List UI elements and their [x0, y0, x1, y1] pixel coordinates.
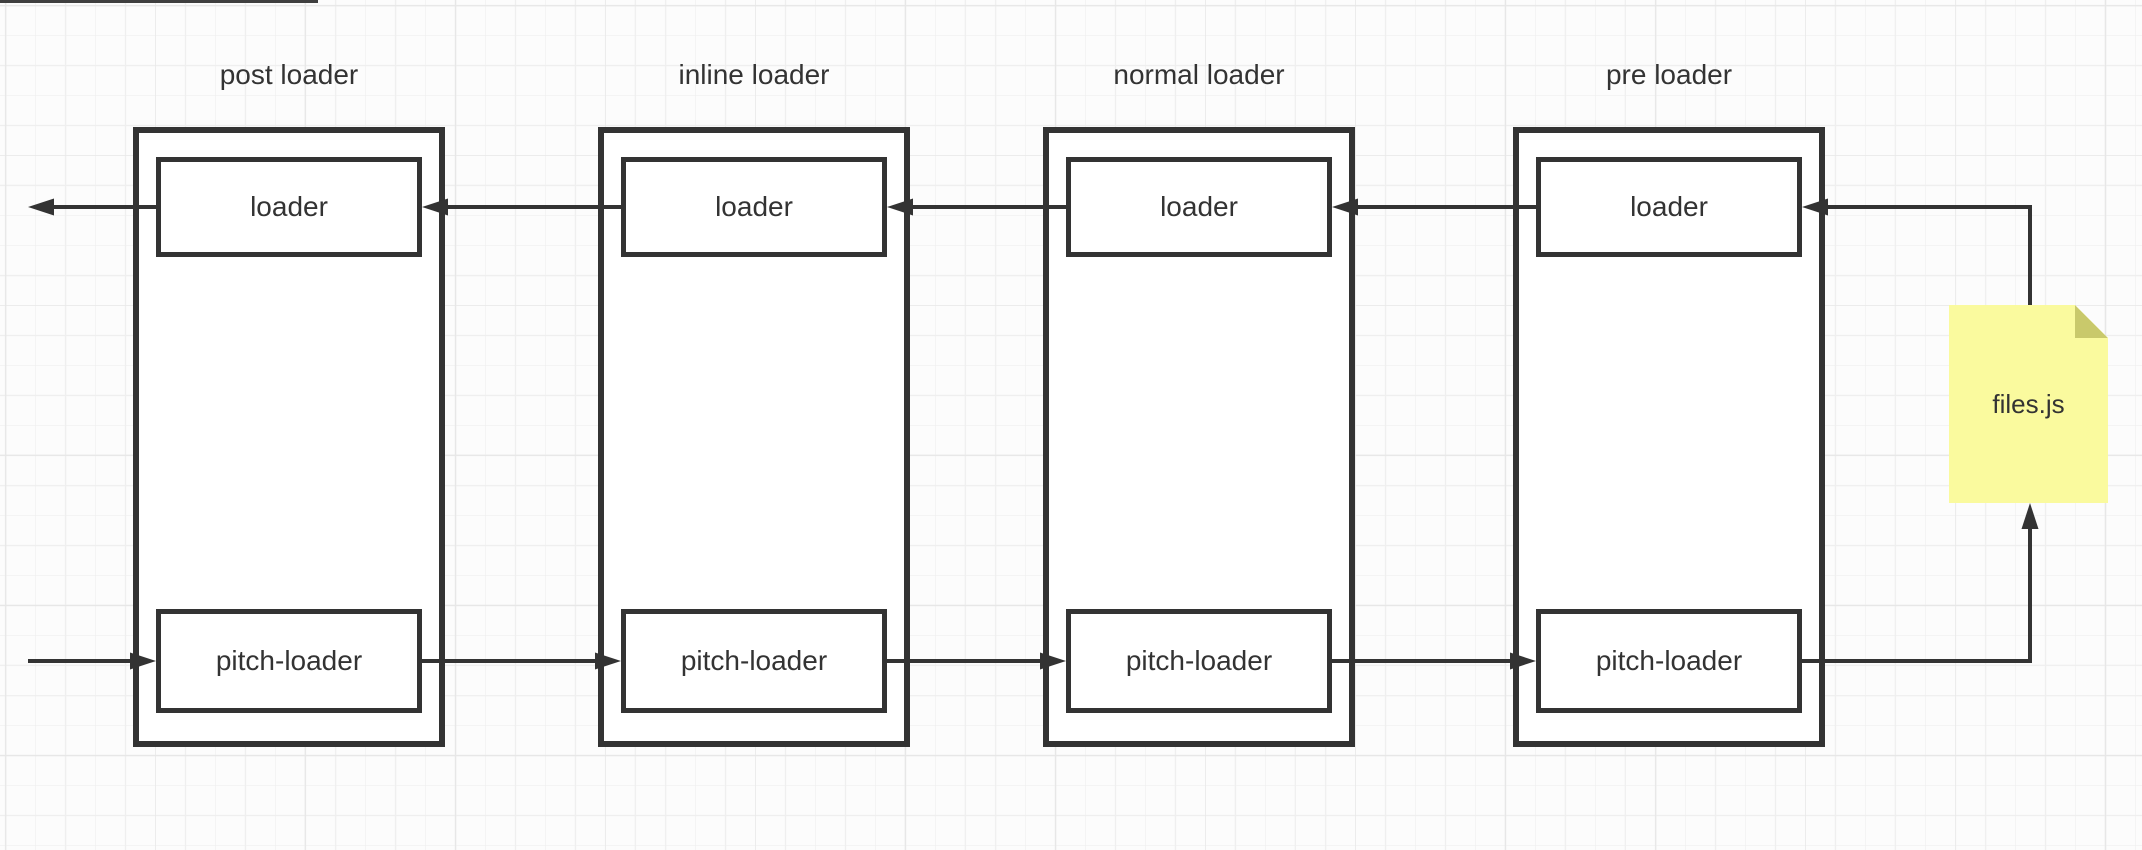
arrow-normal-pitch-to-pre-pitch[interactable]	[1332, 652, 1536, 670]
pitch-loader-box-normal-label: pitch-loader	[1125, 645, 1273, 676]
loader-box-post-label: loader	[250, 191, 328, 222]
loader-box-post[interactable]: loader	[156, 157, 422, 257]
arrow-pre-pitch-to-files[interactable]	[1802, 503, 2039, 663]
loader-box-normal[interactable]: loader	[1066, 157, 1332, 257]
arrow-inline-pitch-to-normal-pitch[interactable]	[887, 652, 1066, 670]
loader-box-inline[interactable]: loader	[621, 157, 887, 257]
canvas-edge-line	[0, 0, 318, 3]
arrow-normal-loader-to-inline-loader[interactable]	[887, 198, 1066, 216]
arrow-files-to-pre-loader[interactable]	[1802, 198, 2032, 306]
pitch-loader-box-pre-label: pitch-loader	[1595, 645, 1743, 676]
pitch-loader-box-post[interactable]: pitch-loader	[156, 609, 422, 713]
pitch-loader-box-inline-label: pitch-loader	[680, 645, 828, 676]
loader-box-pre[interactable]: loader	[1536, 157, 1802, 257]
group-title-post: post loader	[219, 59, 359, 90]
loader-group-inline: inline loader loader pitch-loader	[598, 0, 910, 850]
sticky-note-files-js[interactable]: files.js	[1949, 305, 2108, 503]
group-title-inline: inline loader	[678, 59, 830, 90]
loader-group-normal: normal loader loader pitch-loader	[1043, 0, 1355, 850]
sticky-note-fold-icon	[2075, 305, 2108, 338]
pitch-loader-box-inline[interactable]: pitch-loader	[621, 609, 887, 713]
arrow-pre-loader-to-normal-loader[interactable]	[1332, 198, 1536, 216]
loader-box-pre-label: loader	[1630, 191, 1708, 222]
group-title-pre: pre loader	[1605, 59, 1733, 90]
arrow-inline-loader-to-post-loader[interactable]	[422, 198, 621, 216]
loader-group-pre: pre loader loader pitch-loader	[1513, 0, 1825, 850]
sticky-note-label: files.js	[1992, 388, 2065, 419]
pitch-loader-box-post-label: pitch-loader	[215, 645, 363, 676]
loader-group-post: post loader loader pitch-loader	[133, 0, 445, 850]
loader-box-normal-label: loader	[1160, 191, 1238, 222]
group-title-normal: normal loader	[1113, 59, 1285, 90]
loader-box-inline-label: loader	[715, 191, 793, 222]
pitch-loader-box-pre[interactable]: pitch-loader	[1536, 609, 1802, 713]
pitch-loader-box-normal[interactable]: pitch-loader	[1066, 609, 1332, 713]
arrow-post-pitch-to-inline-pitch[interactable]	[422, 652, 621, 670]
